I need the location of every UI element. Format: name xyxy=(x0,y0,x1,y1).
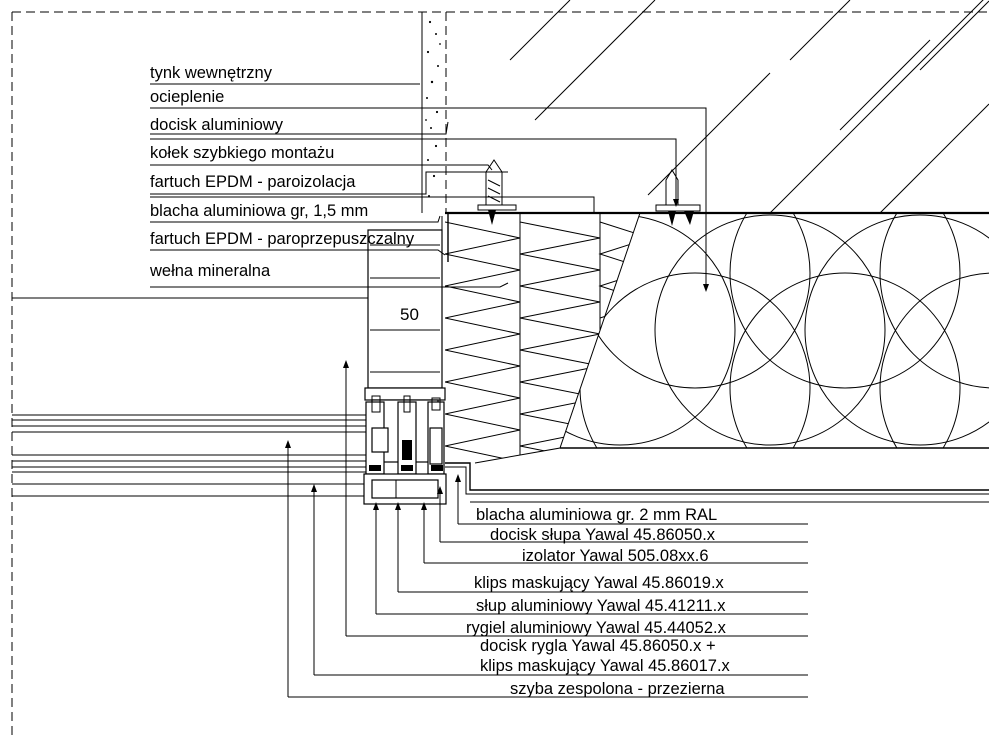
aluminium-sheet-2mm xyxy=(445,462,989,503)
dimension-50: 50 xyxy=(370,305,440,331)
label-rygiel-aluminiowy: rygiel aluminiowy Yawal 45.44052.x xyxy=(466,619,727,637)
left-labels: tynk wewnętrzny ocieplenie docisk alumin… xyxy=(149,64,415,280)
gaskets-and-isolator xyxy=(365,395,445,475)
mineral-wool-small xyxy=(445,213,640,463)
label-szyba-zespolona: szyba zespolona - przezierna xyxy=(510,680,725,698)
label-kolek-szybkiego-montazu: kołek szybkiego montażu xyxy=(150,144,334,162)
right-labels: blacha aluminiowa gr. 2 mm RAL docisk sł… xyxy=(466,506,731,698)
aluminium-sheet-1-5mm xyxy=(441,212,518,262)
fastener-dowel-2 xyxy=(655,169,701,226)
label-blacha-2mm: blacha aluminiowa gr. 2 mm RAL xyxy=(476,506,717,524)
dimension-50-text: 50 xyxy=(400,305,419,324)
label-tynk-wewnetrzny: tynk wewnętrzny xyxy=(150,64,273,82)
mineral-wool-large xyxy=(560,213,989,448)
right-leader-lines xyxy=(287,364,808,698)
leader-arrowheads xyxy=(285,199,709,510)
drawing-frame xyxy=(11,11,989,736)
label-docisk-rygla: docisk rygla Yawal 45.86050.x + xyxy=(480,637,716,655)
label-fartuch-paroizolacja: fartuch EPDM - paroizolacja xyxy=(150,173,356,191)
label-blacha-1-5mm: blacha aluminiowa gr, 1,5 mm xyxy=(150,202,368,220)
fastener-dowel-1 xyxy=(477,159,517,225)
pressure-plate-cap xyxy=(363,473,447,505)
label-welna-mineralna: wełna mineralna xyxy=(149,262,271,280)
label-fartuch-paroprzepuszczalny: fartuch EPDM - paroprzepuszczalny xyxy=(150,230,415,248)
label-izolator: izolator Yawal 505.08xx.6 xyxy=(522,547,709,565)
label-docisk-slupa: docisk słupa Yawal 45.86050.x xyxy=(490,526,716,544)
label-klips-maskujacy-1: klips maskujący Yawal 45.86019.x xyxy=(474,574,725,592)
label-slup-aluminiowy: słup aluminiowy Yawal 45.41211.x xyxy=(476,597,726,615)
left-leader-lines xyxy=(150,83,707,290)
label-ocieplenie: ocieplenie xyxy=(150,88,224,106)
glazing-unit xyxy=(12,414,366,497)
label-docisk-aluminiowy: docisk aluminiowy xyxy=(150,116,284,134)
label-klips-maskujacy-2: klips maskujący Yawal 45.86017.x xyxy=(480,657,731,675)
concrete-wall-hatch xyxy=(509,0,989,213)
